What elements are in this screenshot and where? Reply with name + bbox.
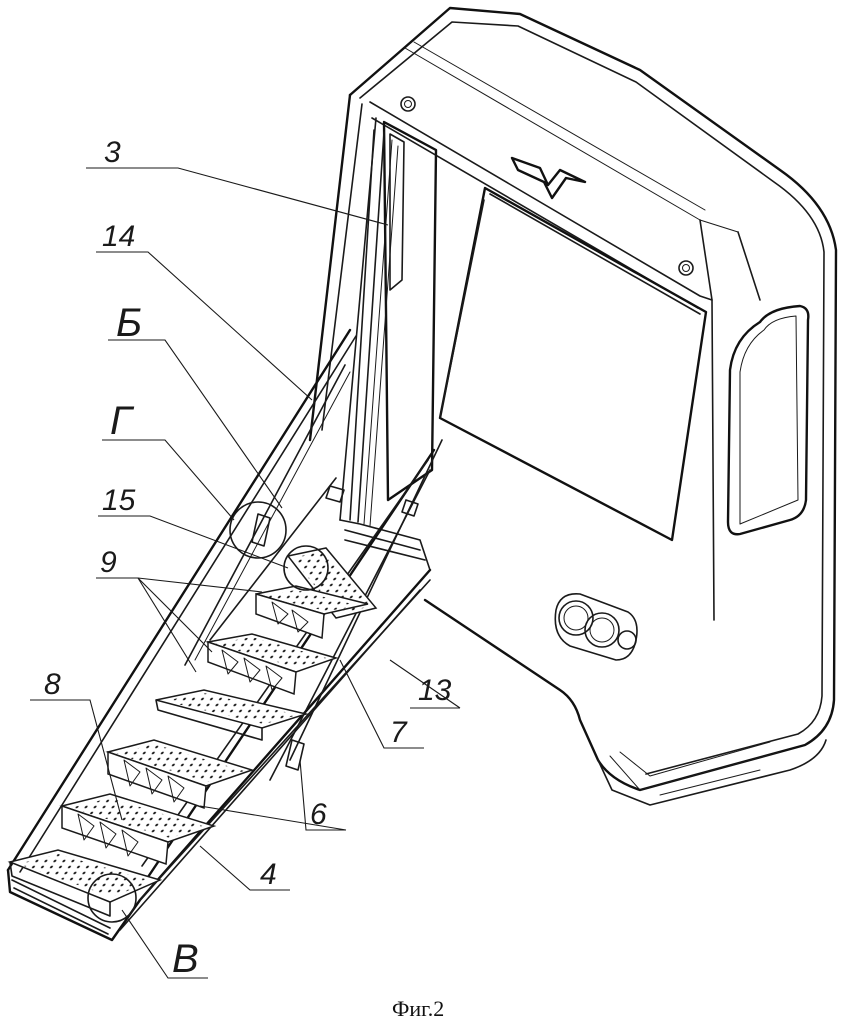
callout-14: 14: [102, 220, 135, 253]
ladder-step: [255, 585, 369, 640]
callout-9: 9: [100, 546, 117, 579]
detail-circle-g: [229, 501, 287, 559]
logo-mark: [510, 156, 587, 200]
bolt-icon: [400, 96, 416, 112]
callout-6: 6: [310, 798, 327, 831]
bolt-icon: [678, 260, 694, 276]
door-opening: [339, 120, 438, 571]
lower-skirt: [597, 739, 827, 806]
ladder-step: [205, 633, 339, 696]
callout-labels: 3 14 Б Г 15 9 8 13 7 6 4 В: [44, 136, 452, 981]
side-window: [726, 304, 810, 536]
leader-lines: [30, 167, 461, 979]
callout-b: Б: [116, 301, 142, 345]
detail-circle-v: [87, 873, 137, 923]
ladder-step: [7, 849, 163, 917]
callout-15: 15: [102, 484, 136, 517]
callout-4: 4: [260, 858, 277, 891]
callout-v: В: [172, 937, 199, 981]
callout-8: 8: [44, 668, 61, 701]
callout-g: Г: [110, 399, 135, 443]
ladder-step: [155, 689, 309, 741]
ladder-step: [59, 793, 217, 866]
figure-caption: Фиг.2: [392, 996, 444, 1021]
ladder: [6, 328, 443, 942]
detail-circle-15: [283, 545, 329, 591]
callout-7: 7: [390, 716, 408, 749]
callout-3: 3: [104, 136, 121, 169]
callout-13: 13: [418, 674, 452, 707]
windshield: [438, 186, 708, 542]
vehicle-cab: [308, 6, 838, 806]
headlight-cluster: [554, 593, 638, 661]
